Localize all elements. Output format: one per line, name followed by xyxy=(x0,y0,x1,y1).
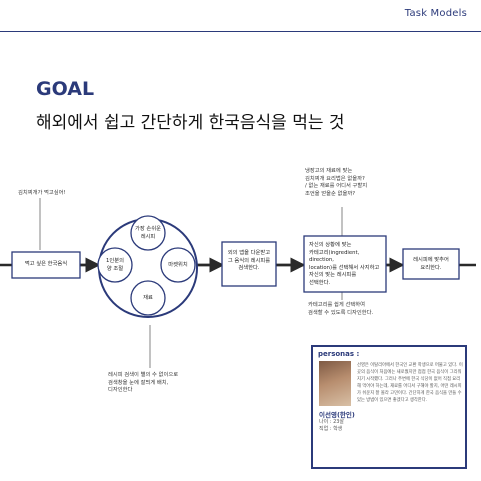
persona-card: personas : 이선영(한인) 나이 : 23살 직업 : 학생 선영은 … xyxy=(311,345,467,469)
below-step3-note: 카테고리를 쉽게 선택하여 검색할 수 있도록 디자인한다. xyxy=(308,302,374,316)
circle-ingredients-label: 1인분의 양 조절 xyxy=(106,258,124,272)
persona-description: 선영은 이탈리아에서 한국인 교환 학생으로 머물고 있다. 이곳의 음식이 처… xyxy=(357,363,463,403)
header-divider xyxy=(0,31,481,32)
page-label: Task Models xyxy=(404,8,467,19)
step4-box xyxy=(402,248,460,280)
step2-text: 외의 앱을 다운받고 그 음식의 레시피를 검색한다. xyxy=(227,250,271,271)
persona-title: personas : xyxy=(318,350,360,358)
circle-recipe-label: 가장 손쉬운 레시피 xyxy=(134,226,162,240)
above-note: 냉장고의 재료에 맞는 김치찌개 요리법은 없을까? / 없는 재료를 어디서 … xyxy=(305,168,368,197)
step3-box xyxy=(303,235,387,293)
circle-tools xyxy=(160,247,196,283)
persona-name: 이선영(한인) xyxy=(319,411,355,419)
step2-box xyxy=(221,241,277,287)
step4-text: 레시피에 맞추어 요리한다. xyxy=(413,257,449,271)
circle-materials-label: 재료 xyxy=(143,295,153,301)
below-circle-note: 레시피 검색이 별의 수 없이으로 검색창을 눈에 잘띄게 배치, 디자인한다 xyxy=(108,372,179,393)
start-note: 김치찌개가 먹고싶어! xyxy=(18,190,66,196)
circle-ingredients xyxy=(97,247,133,283)
circle-tools-label: 마켓위치 xyxy=(168,262,188,268)
circle-recipe xyxy=(130,215,166,251)
step3-text: 자신의 상황에 맞는 카테고리(ingredient, direction, l… xyxy=(309,242,380,286)
step1-box xyxy=(11,251,81,279)
goal-label: GOAL xyxy=(36,78,95,100)
step1-text: 먹고 싶은 한국음식 xyxy=(24,261,68,267)
goal-text: 해외에서 쉽고 간단하게 한국음식을 먹는 것 xyxy=(36,113,345,133)
persona-photo xyxy=(319,361,351,406)
circle-materials xyxy=(130,280,166,316)
persona-info: 나이 : 23살 직업 : 학생 xyxy=(319,419,345,432)
